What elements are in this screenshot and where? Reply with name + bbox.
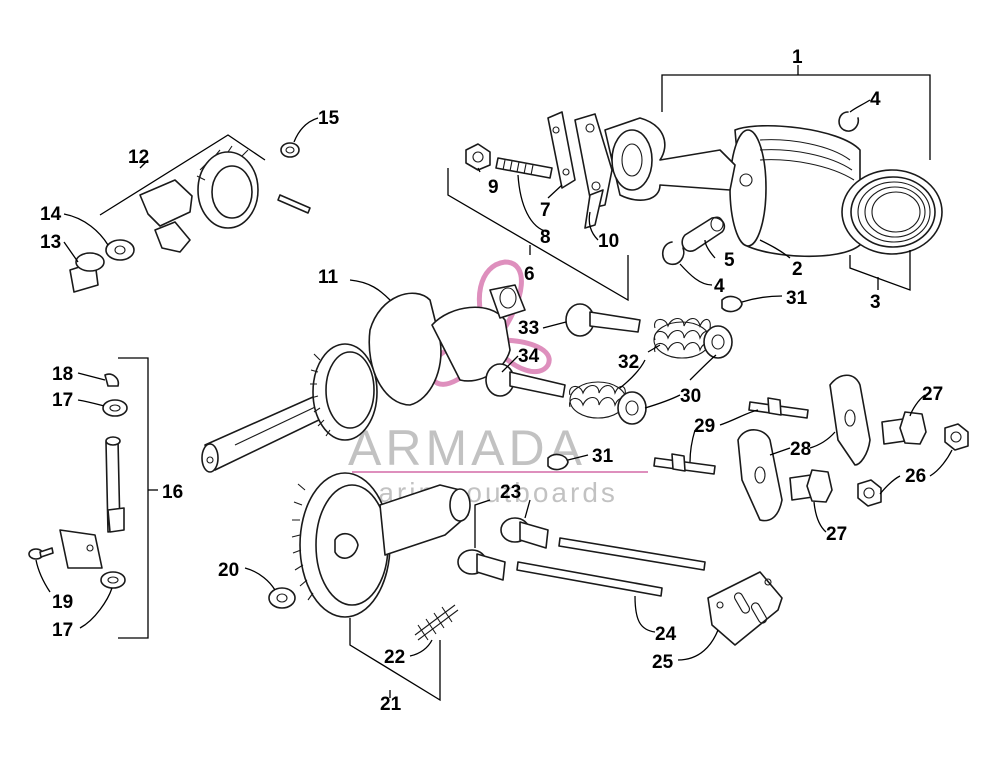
governor-shaft-13 [69, 252, 105, 293]
washer-14 [105, 239, 135, 261]
watermark-name: ARMADA [348, 420, 586, 476]
callout-4-lower: 4 [714, 276, 725, 297]
governor-sleeve [139, 179, 193, 253]
rocker-stud-lower [653, 453, 716, 475]
pivot-nut-upper [881, 411, 927, 445]
callout-13: 13 [40, 232, 61, 253]
callout-27-upper: 27 [922, 384, 943, 405]
camshaft [291, 472, 471, 618]
leader-lines [35, 65, 953, 702]
callout-33: 33 [518, 318, 539, 339]
callout-27-lower: 27 [826, 524, 847, 545]
callout-14: 14 [40, 204, 62, 225]
callout-16: 16 [162, 482, 183, 503]
intake-valve [485, 363, 566, 398]
push-rod-upper [558, 537, 706, 571]
callout-30: 30 [680, 386, 701, 407]
rod-bolt [495, 157, 553, 179]
callout-28: 28 [790, 439, 811, 460]
rod-nut [465, 143, 491, 171]
governor-plate [59, 529, 103, 569]
callout-2: 2 [792, 259, 803, 280]
tappet-lower [457, 549, 506, 581]
screw-19 [28, 547, 54, 560]
callout-19: 19 [52, 592, 73, 613]
snap-ring-lower [661, 241, 685, 266]
callout-7: 7 [540, 200, 551, 221]
governor-arm-shaft [105, 436, 125, 533]
armada-logo-watermark: ARMADA marine outboards [348, 259, 648, 508]
callout-31-upper: 31 [786, 288, 808, 309]
callout-11: 11 [318, 267, 339, 288]
washer-17-upper [102, 399, 128, 417]
washer-20 [268, 587, 296, 609]
compression-spring-22 [414, 604, 459, 641]
callout-1: 1 [792, 47, 803, 68]
callout-15: 15 [318, 108, 340, 129]
callout-21: 21 [380, 694, 402, 715]
callout-5: 5 [724, 250, 735, 271]
push-rod-guide-plate [707, 571, 783, 646]
crankshaft [201, 284, 526, 473]
callout-10: 10 [598, 231, 619, 252]
governor-shaft-pin [277, 194, 311, 214]
governor-gear [196, 145, 259, 229]
callout-23: 23 [500, 482, 521, 503]
callout-34: 34 [518, 346, 540, 367]
callout-26: 26 [905, 466, 926, 487]
tappet-upper [500, 517, 549, 549]
callout-24: 24 [655, 624, 677, 645]
callout-25: 25 [652, 652, 674, 673]
exhaust-valve [565, 303, 641, 337]
piston-rings [841, 169, 943, 255]
valve-keeper-upper [721, 295, 743, 313]
spring-retainer-upper [703, 325, 733, 359]
spring-retainer-lower [617, 391, 647, 425]
rod-locking-plate [547, 111, 576, 189]
callout-3: 3 [870, 292, 881, 313]
callout-6: 6 [524, 264, 535, 285]
callout-32: 32 [618, 352, 639, 373]
valve-keeper-lower [547, 453, 569, 471]
callout-8: 8 [540, 227, 551, 248]
washer-17-lower [100, 571, 126, 589]
governor-pin-15 [280, 142, 300, 158]
valve-spring-upper [653, 317, 711, 359]
callout-9: 9 [488, 177, 499, 198]
rocker-arm-upper [829, 374, 871, 466]
callout-22: 22 [384, 647, 405, 668]
rocker-arm-lower [737, 429, 783, 522]
callout-17-upper: 17 [52, 390, 73, 411]
piston-pin [681, 216, 726, 252]
callout-29: 29 [694, 416, 715, 437]
callout-17-lower: 17 [52, 620, 73, 641]
clip-18 [104, 373, 120, 387]
callout-18: 18 [52, 364, 73, 385]
snap-ring-upper [838, 111, 860, 132]
valve-spring-lower [569, 381, 627, 419]
pivot-nut-lower [789, 469, 833, 503]
callout-labels: 1 2 3 4 4 5 6 7 8 9 10 11 12 13 14 15 16… [40, 47, 943, 715]
callout-31-lower: 31 [592, 446, 614, 467]
lock-nut-upper [944, 423, 969, 451]
callout-4-upper: 4 [870, 89, 881, 110]
callout-20: 20 [218, 560, 239, 581]
callout-12: 12 [128, 147, 149, 168]
lock-nut-lower [857, 479, 882, 507]
push-rod-lower [516, 561, 663, 597]
rocker-stud-upper [748, 397, 809, 419]
